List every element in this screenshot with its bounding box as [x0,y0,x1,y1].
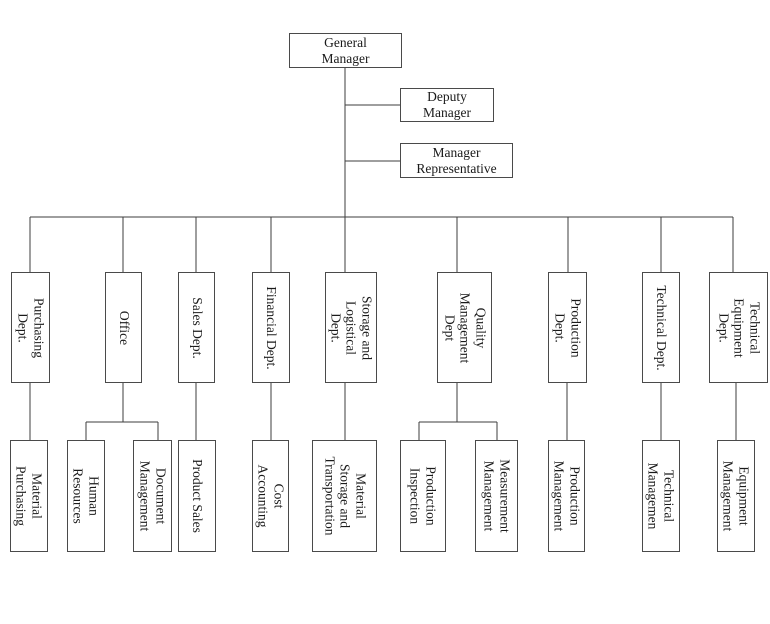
node-production-inspection: Production Inspection [400,440,446,552]
node-human-resources: Human Resources [67,440,105,552]
node-label: Cost Accounting [255,464,287,528]
node-label: Production Management [551,460,583,532]
node-deputy-manager: Deputy Manager [400,88,494,122]
node-technical-management: Technical Managemen [642,440,680,552]
node-label: Purchasing Dept. [15,297,47,358]
node-label: Production Inspection [408,466,439,526]
node-label: Production Dept. [552,297,584,358]
node-manager-representative: Manager Representative [400,143,513,178]
node-label: Material Purchasing [14,466,45,526]
node-label: Product Sales [189,459,205,533]
node-technical-equipment-dept: Technical Equipment Dept. [709,272,768,383]
node-label: Human Resources [71,468,102,524]
node-label: Technical Equipment Dept. [715,297,762,358]
node-general-manager: General Manager [289,33,402,68]
node-production-dept: Production Dept. [548,272,587,383]
node-label: Measurement Management [481,459,513,533]
node-document-management: Document Management [133,440,172,552]
node-sales-dept: Sales Dept. [178,272,215,383]
node-material-storage-transportation: Material Storage and Transportation [312,440,377,552]
node-label: Storage and Logistical Dept. [328,295,375,360]
node-label: Technical Managemen [646,462,677,530]
node-quality-management-dept: Quality Management Dept [437,272,492,383]
node-label: Document Management [137,460,169,532]
node-office: Office [105,272,142,383]
node-equipment-management: Equipment Management [717,440,755,552]
node-technical-dept: Technical Dept. [642,272,680,383]
node-storage-logistical-dept: Storage and Logistical Dept. [325,272,377,383]
node-label: Technical Dept. [653,284,669,371]
node-financial-dept: Financial Dept. [252,272,290,383]
node-label: Material Storage and Transportation [321,456,368,536]
node-label: Equipment Management [721,460,752,532]
node-label: Quality Management Dept [441,292,488,363]
node-product-sales: Product Sales [178,440,216,552]
node-measurement-management: Measurement Management [475,440,518,552]
node-cost-accounting: Cost Accounting [252,440,289,552]
node-label: Sales Dept. [189,296,205,359]
node-label: Office [116,310,132,345]
node-production-management: Production Management [548,440,585,552]
node-purchasing-dept: Purchasing Dept. [11,272,50,383]
node-material-purchasing: Material Purchasing [10,440,48,552]
node-label: Financial Dept. [263,285,279,370]
